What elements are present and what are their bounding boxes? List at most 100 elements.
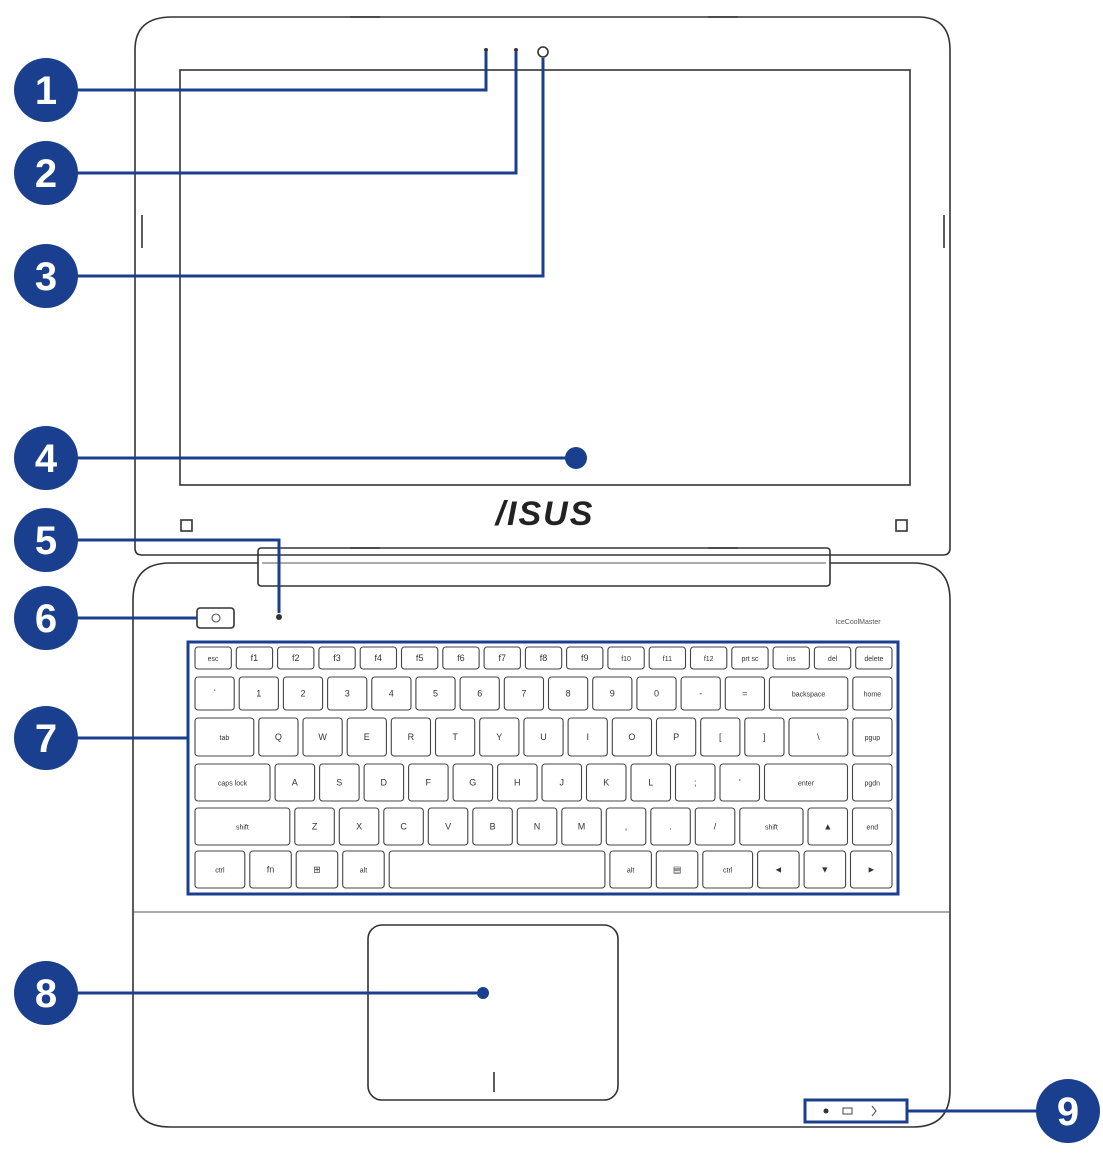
key-label-2-11: [: [719, 732, 722, 742]
status-indicators: [803, 1098, 909, 1124]
key-5-5: [609, 850, 652, 889]
key-label-0-1: f1: [251, 653, 259, 663]
callout-3-circle: [14, 244, 78, 308]
key-label-0-0: esc: [208, 656, 219, 663]
key-label-4-9: .: [669, 822, 672, 832]
key-2-14: [852, 717, 893, 757]
key-0-16: [855, 646, 893, 670]
key-3-5: [452, 763, 494, 802]
key-0-13: [731, 646, 769, 670]
key-label-1-10: 0: [654, 689, 659, 699]
callout-1: 1: [14, 58, 78, 122]
key-4-0: [194, 807, 291, 846]
key-0-9: [566, 646, 604, 670]
key-label-5-9: ▼: [820, 865, 829, 875]
key-3-10: [674, 763, 716, 802]
key-label-2-10: P: [673, 732, 679, 742]
key-1-6: [459, 676, 500, 711]
key-2-12: [744, 717, 785, 757]
key-label-1-4: 4: [389, 689, 394, 699]
key-3-13: [851, 763, 893, 802]
key-4-11: [739, 807, 804, 846]
key-4-9: [650, 807, 691, 846]
callout-6-circle: [14, 586, 78, 650]
key-label-2-6: Y: [496, 732, 502, 742]
key-label-3-5: G: [469, 778, 476, 788]
key-2-9: [611, 717, 653, 757]
key-label-3-8: K: [603, 778, 609, 788]
key-0-0: [194, 646, 232, 670]
microphone-dot: [276, 614, 282, 620]
key-2-1: [258, 717, 299, 757]
lid-corner-bumper-right: [895, 519, 908, 532]
callout-2-number: 2: [35, 152, 57, 196]
key-label-5-6: ▤: [673, 865, 682, 875]
key-label-2-5: T: [452, 732, 458, 742]
key-1-10: [636, 676, 677, 711]
key-label-4-6: N: [534, 822, 541, 832]
key-label-2-2: W: [318, 732, 327, 742]
callout-7-number: 7: [35, 717, 57, 761]
key-label-2-13: \: [817, 732, 820, 742]
callout-8-circle: [14, 961, 78, 1025]
key-label-1-13: backspace: [792, 692, 826, 699]
key-label-1-8: 8: [566, 689, 571, 699]
key-label-1-5: 5: [433, 689, 438, 699]
key-label-2-3: E: [364, 732, 370, 742]
key-2-6: [479, 717, 520, 757]
key-0-10: [607, 646, 645, 670]
hinge: [257, 547, 831, 587]
key-1-12: [724, 676, 766, 711]
key-2-0: [194, 717, 255, 757]
camera-dot: [514, 48, 518, 52]
key-5-10: [849, 850, 893, 889]
callout-9: 9: [1036, 1079, 1100, 1143]
key-4-3: [383, 807, 424, 846]
key-0-3: [318, 646, 356, 670]
key-label-4-4: V: [445, 822, 451, 832]
leader-4-end: [565, 447, 587, 469]
wireless-indicator-icon: [871, 1105, 877, 1117]
key-3-0: [194, 763, 271, 802]
key-3-7: [541, 763, 583, 802]
key-label-3-9: L: [648, 778, 653, 788]
key-label-1-14: home: [864, 692, 882, 699]
callout-7-circle: [14, 706, 78, 770]
key-label-0-16: delete: [864, 656, 883, 663]
key-label-1-12: =: [742, 689, 747, 699]
key-label-5-8: ◄: [774, 865, 783, 875]
key-label-0-12: f12: [704, 656, 714, 663]
key-label-0-3: f3: [333, 653, 341, 663]
key-label-3-11: ': [739, 778, 741, 788]
callout-7: 7: [14, 706, 78, 770]
key-label-5-5: alt: [627, 868, 634, 875]
key-5-9: [803, 850, 847, 889]
key-label-0-15: del: [828, 656, 838, 663]
key-label-0-11: f11: [663, 656, 672, 663]
key-label-3-2: S: [336, 778, 342, 788]
key-label-5-10: ►: [867, 865, 876, 875]
key-1-0: [194, 676, 235, 711]
callout-9-circle: [1036, 1079, 1100, 1143]
camera-indicator-dot: [484, 48, 488, 52]
key-0-11: [648, 646, 687, 670]
callout-6: 6: [14, 586, 78, 650]
key-2-3: [346, 717, 387, 757]
key-label-1-11: -: [699, 689, 702, 699]
key-5-3: [342, 850, 385, 889]
key-label-4-0: shift: [236, 825, 249, 832]
callout-9-number: 9: [1057, 1090, 1079, 1134]
key-label-2-0: tab: [220, 735, 230, 742]
key-label-3-13: pgdn: [865, 781, 881, 788]
key-2-11: [700, 717, 741, 757]
callout-8: 8: [14, 961, 78, 1025]
callout-4-circle: [14, 426, 78, 490]
leader-3: [68, 58, 545, 278]
key-label-0-10: f10: [621, 656, 631, 663]
key-0-14: [772, 646, 810, 670]
key-1-8: [547, 676, 589, 711]
key-2-10: [655, 717, 697, 757]
key-label-4-12: ▲: [823, 822, 832, 832]
key-5-6: [655, 850, 699, 889]
